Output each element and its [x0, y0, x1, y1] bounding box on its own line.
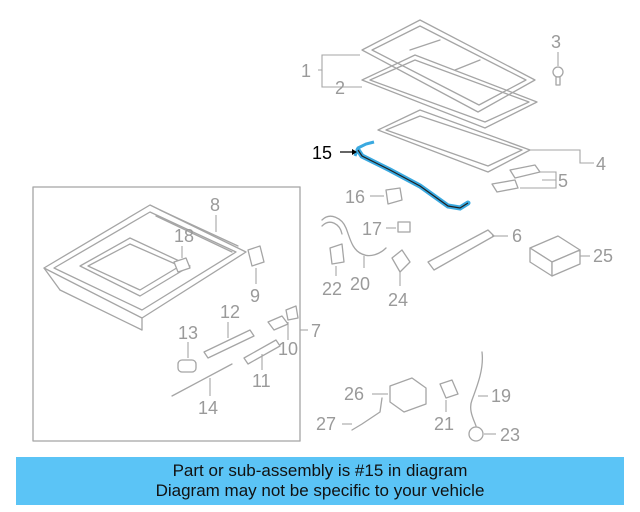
callout-6[interactable]: 6 [512, 226, 522, 246]
callout-11[interactable]: 11 [252, 371, 271, 391]
callout-20[interactable]: 20 [350, 274, 370, 294]
sub-assembly-box [32, 186, 308, 442]
part-19 [470, 351, 488, 427]
part-14 [171, 363, 233, 397]
glass-panel [361, 19, 536, 113]
sunshade-frame [377, 109, 531, 173]
callout-19[interactable]: 19 [491, 386, 511, 406]
callout-14[interactable]: 14 [198, 398, 218, 418]
callout-8[interactable]: 8 [210, 195, 220, 215]
leader-4-5 [491, 149, 594, 193]
callout-1[interactable]: 1 [301, 61, 311, 81]
glass-seal [361, 54, 538, 129]
part-17 [386, 221, 411, 233]
part-15-highlight [340, 140, 471, 211]
part-16 [370, 187, 403, 205]
callout-4[interactable]: 4 [596, 154, 606, 174]
part-27 [342, 397, 383, 431]
part-11 [243, 339, 281, 370]
part-12 [203, 322, 255, 359]
callout-7[interactable]: 7 [311, 321, 321, 341]
callout-24[interactable]: 24 [388, 290, 408, 310]
callout-2[interactable]: 2 [335, 78, 345, 98]
part-10 [267, 305, 299, 340]
callout-26[interactable]: 26 [344, 384, 364, 404]
callout-13[interactable]: 13 [178, 323, 198, 343]
leader-1-2 [318, 54, 362, 88]
callout-12[interactable]: 12 [220, 302, 240, 322]
part-6 [427, 229, 508, 271]
screw-3 [552, 52, 564, 86]
part-26 [372, 377, 427, 413]
callout-17[interactable]: 17 [362, 219, 382, 239]
part-9 [247, 245, 265, 284]
callout-5[interactable]: 5 [558, 171, 568, 191]
callout-9[interactable]: 9 [250, 286, 260, 306]
banner-line-2: Diagram may not be specific to your vehi… [155, 481, 485, 500]
callout-27[interactable]: 27 [316, 414, 336, 434]
info-banner: Part or sub-assembly is #15 in diagram D… [16, 457, 624, 505]
sunroof-frame [43, 204, 247, 331]
callout-10[interactable]: 10 [278, 339, 298, 359]
part-13 [177, 342, 197, 373]
callout-22[interactable]: 22 [322, 279, 342, 299]
callout-3[interactable]: 3 [551, 32, 561, 52]
callout-15[interactable]: 15 [312, 143, 332, 163]
part-25 [529, 235, 590, 277]
callout-18[interactable]: 18 [174, 226, 194, 246]
part-20-22-24 [321, 215, 411, 286]
part-21 [439, 379, 459, 412]
callout-16[interactable]: 16 [345, 187, 365, 207]
part-23 [468, 426, 496, 442]
part-18 [173, 246, 191, 273]
callout-23[interactable]: 23 [500, 425, 520, 445]
callout-21[interactable]: 21 [434, 414, 454, 434]
banner-line-1: Part or sub-assembly is #15 in diagram [172, 461, 468, 480]
callout-25[interactable]: 25 [593, 246, 613, 266]
